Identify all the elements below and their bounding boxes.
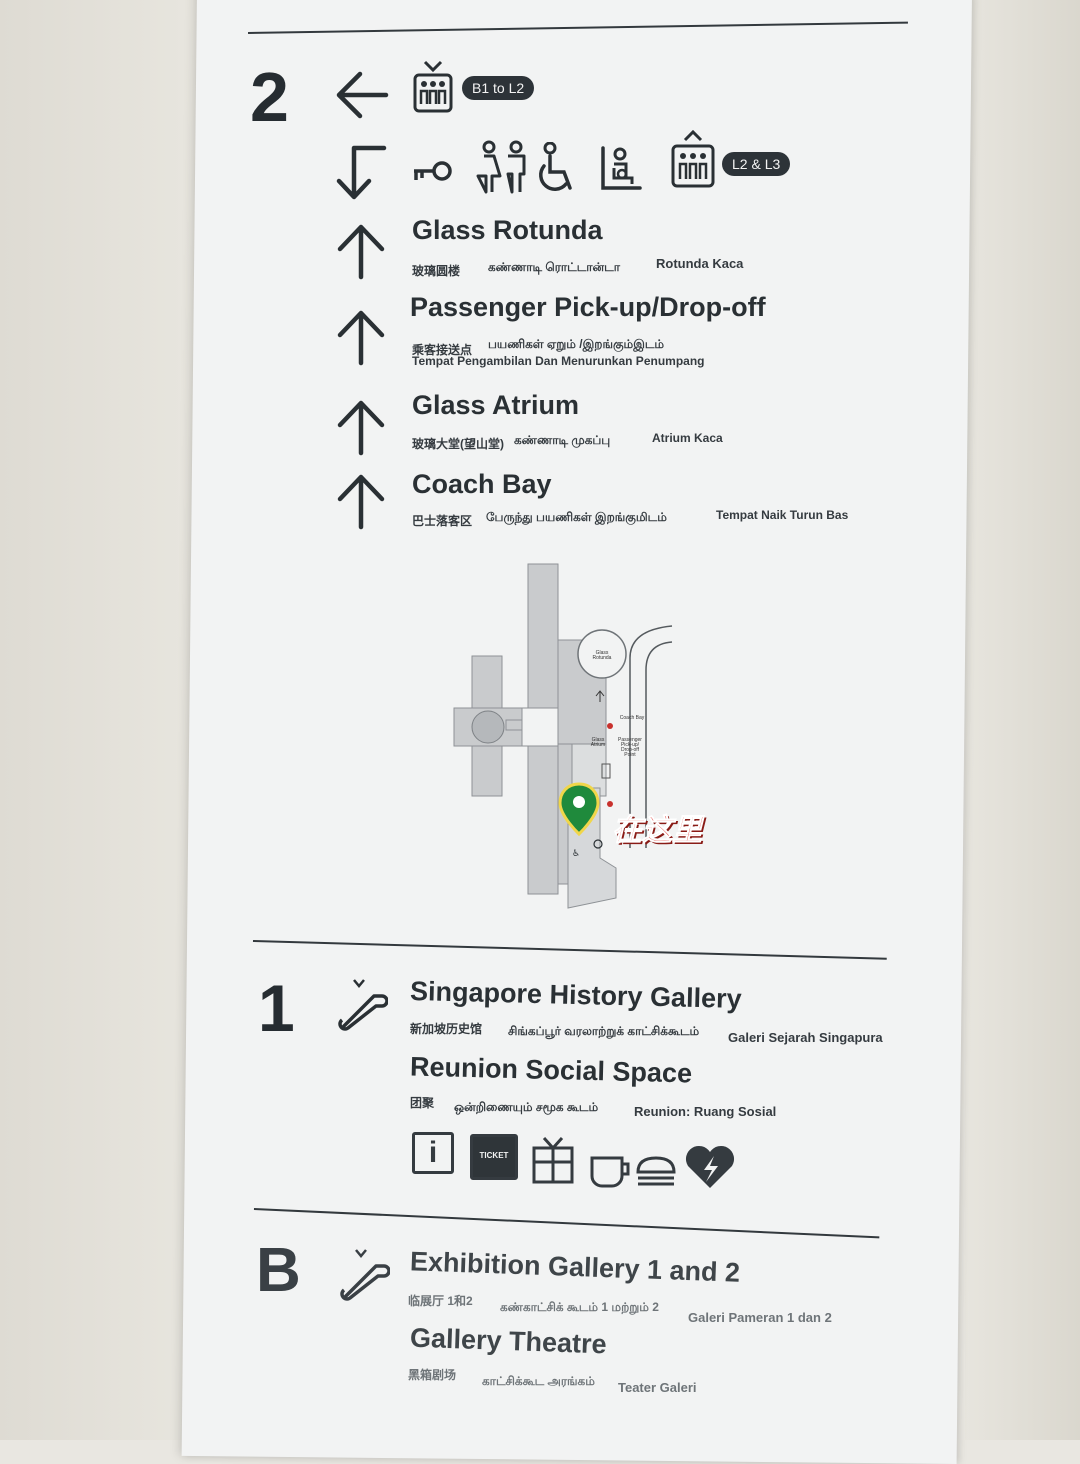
destination-chinese: 新加坡历史馆	[410, 1022, 483, 1036]
destination-malay: Reunion: Ruang Sosial	[634, 1104, 777, 1119]
location-pin-icon	[558, 782, 600, 837]
escalator-icon	[340, 1249, 390, 1301]
destination-chinese: 玻璃圆楼	[412, 264, 461, 278]
destination-chinese: 黑箱剧场	[408, 1368, 457, 1382]
destination-title: Exhibition Gallery 1 and 2	[409, 1246, 741, 1288]
destination-title: Coach Bay	[412, 469, 552, 499]
divider-top	[248, 21, 908, 34]
info-icon-glyph: i	[428, 1136, 438, 1169]
destination-tamil: காட்சிக்கூட அரங்கம்	[482, 1374, 595, 1388]
destination-malay: Teater Galeri	[618, 1380, 697, 1395]
lift-icon	[671, 129, 715, 188]
nursing-room-icon	[601, 146, 642, 190]
arrow-left-icon	[336, 71, 389, 119]
destination-title: Glass Atrium	[412, 390, 580, 420]
destination-chinese: 乘客接送点	[412, 343, 473, 357]
destination-malay: Galeri Sejarah Singapura	[728, 1030, 883, 1045]
floor-number-1: 1	[258, 971, 295, 1045]
map-label-pickup: Passenger Pick-up/ Drop-off Point	[618, 737, 642, 758]
arrow-up-icon	[337, 224, 385, 280]
accessible-icon	[539, 142, 572, 191]
destination-tamil: கண்ணாடி முகப்பு	[514, 433, 611, 447]
key-icon	[414, 161, 452, 181]
arrow-up-icon	[337, 400, 385, 456]
wall-right	[965, 0, 1080, 1440]
destination-tamil: பயணிகள் ஏறும் /இறங்கும்இடம்	[488, 337, 665, 351]
wall-left	[0, 0, 205, 1440]
floor-number-b: B	[256, 1236, 301, 1305]
divider-basement	[253, 1208, 880, 1239]
destination-tamil: ஒன்றிணையும் சமூக கூடம்	[454, 1100, 599, 1114]
lift-range-badge: L2 & L3	[722, 152, 791, 176]
destination-title: Glass Rotunda	[412, 215, 603, 245]
destination-chinese: 玻璃大堂(望山堂)	[412, 437, 504, 451]
map-label-rotunda: Glass Rotunda	[592, 650, 612, 661]
destination-chinese: 临展厅 1和2	[408, 1294, 473, 1308]
arrow-up-icon	[337, 310, 385, 366]
cafe-icon	[590, 1156, 676, 1188]
map-label-atrium: Glass Atrium	[590, 737, 606, 748]
destination-malay: Rotunda Kaca	[656, 256, 744, 271]
ticket-icon-label: TICKET	[479, 1151, 509, 1160]
floor-plan-map: ♿	[453, 563, 673, 909]
floor-number-2: 2	[250, 58, 289, 136]
destination-title: Singapore History Gallery	[409, 975, 742, 1015]
destination-malay: Atrium Kaca	[652, 431, 723, 445]
destination-title: Reunion Social Space	[409, 1051, 693, 1089]
svg-text:♿: ♿	[572, 849, 580, 859]
destination-malay: Tempat Pengambilan Dan Menurunkan Penump…	[412, 354, 705, 368]
aed-icon	[685, 1145, 735, 1188]
lift-icon	[413, 60, 453, 113]
destination-tamil: பேருந்து பயணிகள் இறங்குமிடம்	[486, 510, 667, 524]
info-icon: i	[412, 1132, 454, 1174]
you-are-here-label: 在这里	[612, 814, 703, 848]
gift-shop-icon	[532, 1136, 574, 1184]
restroom-icon	[476, 140, 526, 194]
destination-chinese: 团聚	[410, 1096, 435, 1110]
arrow-down-left-icon	[336, 145, 387, 200]
escalator-icon	[338, 979, 388, 1031]
destination-chinese: 巴士落客区	[412, 514, 473, 528]
destination-tamil: கண்காட்சிக் கூடம் 1 மற்றும் 2	[500, 1300, 659, 1314]
destination-title: Passenger Pick-up/Drop-off	[410, 292, 766, 322]
destination-malay: Tempat Naik Turun Bas	[716, 508, 849, 522]
destination-title: Gallery Theatre	[409, 1322, 608, 1360]
destination-tamil: கண்ணாடி ரொட்டான்டா	[488, 260, 621, 274]
lift-range-badge: B1 to L2	[462, 76, 535, 100]
arrow-up-icon	[337, 474, 385, 530]
destination-tamil: சிங்கப்பூர் வரலாற்றுக் காட்சிக்கூடம்	[508, 1024, 700, 1038]
ticket-icon: TICKET	[470, 1134, 518, 1180]
divider-level-1	[252, 940, 887, 960]
map-label-coach-bay: Coach Bay	[619, 715, 645, 721]
destination-malay: Galeri Pameran 1 dan 2	[688, 1310, 832, 1325]
